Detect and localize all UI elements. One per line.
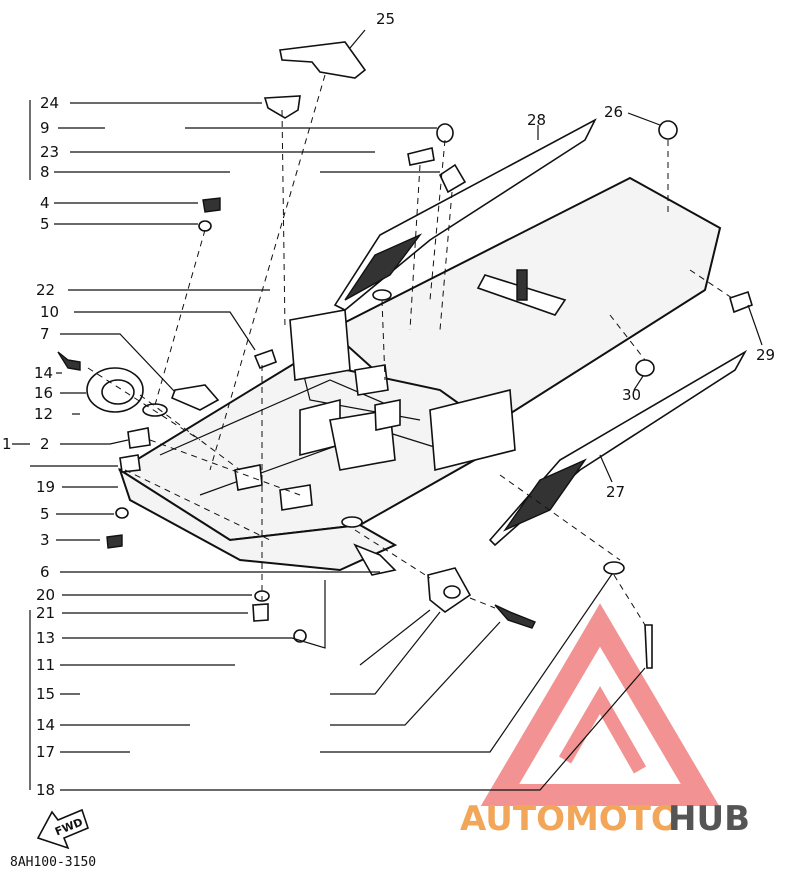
callout-1: 1 bbox=[2, 435, 12, 453]
side-trim-upper-dark bbox=[344, 233, 423, 301]
callout-23: 23 bbox=[40, 143, 59, 161]
part-5b-washer bbox=[115, 507, 129, 519]
callout-6: 6 bbox=[40, 563, 50, 581]
callout-9: 9 bbox=[40, 119, 50, 137]
callout-14: 14 bbox=[34, 364, 53, 382]
part-21-collar bbox=[252, 603, 269, 622]
callout-5b: 5 bbox=[40, 505, 50, 523]
callout-16: 16 bbox=[34, 384, 53, 402]
callout-21: 21 bbox=[36, 604, 55, 622]
callout-28: 28 bbox=[527, 111, 546, 129]
leader-lines bbox=[12, 29, 763, 791]
callout-4: 4 bbox=[40, 194, 50, 212]
part-24-clip bbox=[263, 95, 301, 119]
part-10-clip bbox=[253, 348, 278, 370]
callout-15: 15 bbox=[36, 685, 55, 703]
callout-22: 22 bbox=[36, 281, 55, 299]
part-5-washer bbox=[198, 220, 212, 232]
callout-3: 3 bbox=[40, 531, 50, 549]
part-16-duct bbox=[86, 367, 144, 413]
part-14-bolt bbox=[57, 351, 81, 371]
part-19-rubber bbox=[119, 454, 141, 473]
callout-13: 13 bbox=[36, 629, 55, 647]
part-15-damper bbox=[427, 567, 472, 613]
part-4-nut bbox=[202, 197, 221, 213]
callout-24: 24 bbox=[40, 94, 59, 112]
callout-2: 2 bbox=[40, 435, 50, 453]
part-9-grommet bbox=[436, 123, 454, 143]
part-2-rubber bbox=[127, 427, 151, 449]
part-8-bracket bbox=[438, 163, 467, 194]
callout-29: 29 bbox=[756, 346, 775, 364]
side-trim-lower bbox=[488, 349, 748, 547]
part-18-pin bbox=[644, 624, 653, 669]
watermark-text-main: AUTOMOTO bbox=[460, 799, 680, 839]
part-14b-bolt bbox=[494, 604, 536, 629]
callout-30: 30 bbox=[622, 386, 641, 404]
assembly-lines bbox=[87, 74, 736, 626]
callout-12: 12 bbox=[34, 405, 53, 423]
part-7-bracket bbox=[170, 384, 220, 411]
part-23-clip bbox=[407, 147, 435, 166]
part-30-grommet bbox=[635, 359, 655, 377]
callout-25: 25 bbox=[376, 10, 395, 28]
callout-7: 7 bbox=[40, 325, 50, 343]
callout-18: 18 bbox=[36, 781, 55, 799]
part-3-nut bbox=[106, 534, 123, 549]
callout-17: 17 bbox=[36, 743, 55, 761]
watermark-logo bbox=[480, 603, 720, 806]
callout-5: 5 bbox=[40, 215, 50, 233]
undercover-frame bbox=[118, 176, 722, 576]
callout-labels: 25 24 9 23 8 4 5 28 26 22 10 7 29 14 16 … bbox=[2, 10, 775, 799]
callout-20: 20 bbox=[36, 586, 55, 604]
callout-10: 10 bbox=[40, 303, 59, 321]
part-25-cover-plate bbox=[279, 41, 367, 79]
callout-19: 19 bbox=[36, 478, 55, 496]
callout-11: 11 bbox=[36, 656, 55, 674]
callout-14b: 14 bbox=[36, 716, 55, 734]
part-22-grommet bbox=[372, 289, 392, 301]
side-trim-lower-dark bbox=[502, 458, 588, 532]
part-29-clip bbox=[729, 290, 753, 314]
part-26-cap bbox=[658, 120, 678, 140]
callout-26: 26 bbox=[604, 103, 623, 121]
watermark-text-accent: HUB bbox=[668, 799, 750, 839]
fwd-arrow: FWD bbox=[36, 808, 89, 850]
diagram-code: 8AH100-3150 bbox=[10, 855, 96, 870]
part-17-grommet bbox=[603, 561, 625, 575]
callout-8: 8 bbox=[40, 163, 50, 181]
callout-27: 27 bbox=[606, 483, 625, 501]
